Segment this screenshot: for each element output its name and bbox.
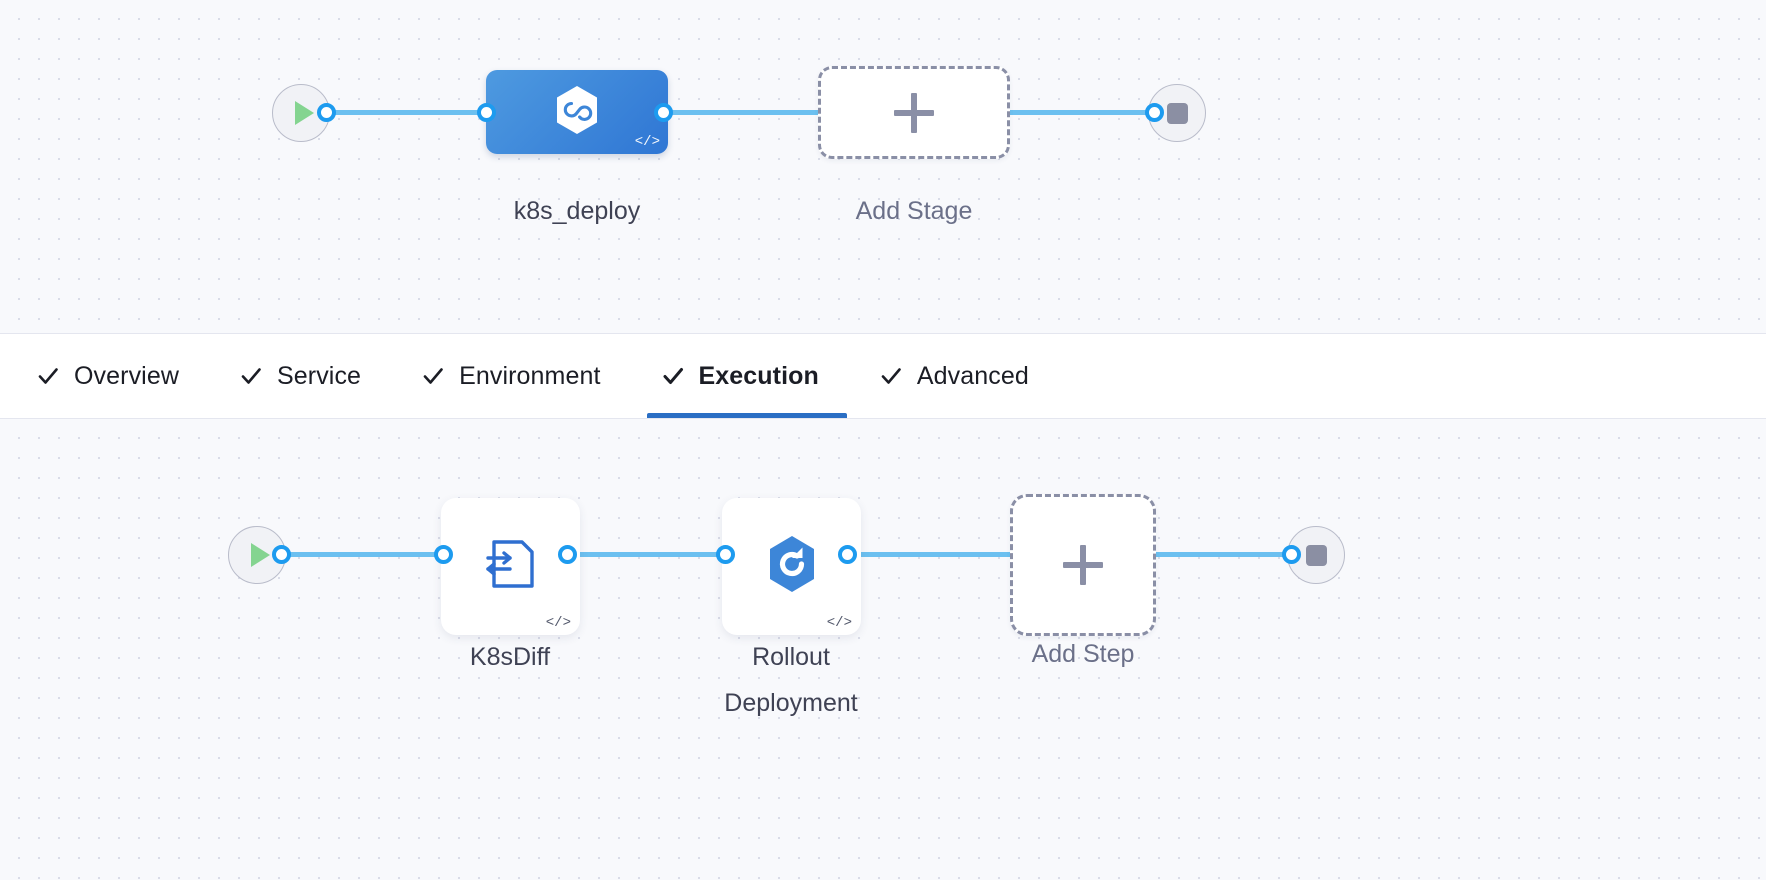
stop-icon [1166,102,1188,124]
check-icon [421,364,445,388]
link-add-stage-to-end [992,110,1172,115]
tab-advanced[interactable]: Advanced [865,334,1075,418]
link-add-step-to-end [1130,552,1295,557]
step-label-rollout-deployment: Rollout Deployment [724,643,858,717]
check-icon [879,364,903,388]
tab-label-overview: Overview [74,361,179,390]
link-rollout-to-add-step [840,552,1015,557]
tab-label-advanced: Advanced [916,361,1029,390]
execution-graph-canvas[interactable]: </> K8sDiff </> Rollout Deployment Add S… [0,419,1766,880]
tab-overview[interactable]: Overview [22,334,225,418]
port-exec-end-in[interactable] [1282,545,1301,564]
check-icon [239,364,263,388]
port-start-out[interactable] [317,103,336,122]
add-stage-button[interactable] [818,66,1010,159]
plus-icon [894,92,934,133]
step-node-k8s-diff[interactable]: </> [441,498,580,635]
play-icon [250,543,270,567]
plus-icon [1063,545,1103,585]
tab-label-execution: Execution [698,361,819,390]
port-exec-start-out[interactable] [272,545,291,564]
code-badge-icon: </> [826,615,852,631]
link-start-to-k8s-deploy [320,110,495,115]
harness-deploy-hexagon-icon [549,82,605,143]
port-rollout-out[interactable] [838,545,857,564]
code-badge-icon: </> [634,134,660,150]
port-k8sdiff-in[interactable] [434,545,453,564]
port-k8s-deploy-out[interactable] [654,103,673,122]
port-end-in[interactable] [1145,103,1164,122]
code-badge-icon: </> [545,615,571,631]
stop-icon [1305,544,1327,566]
check-icon [661,364,685,388]
tab-label-service: Service [277,361,362,390]
stage-graph-canvas[interactable]: </> k8s_deploy Add Stage [0,0,1766,333]
add-step-label: Add Step [1031,640,1135,668]
tab-environment[interactable]: Environment [407,334,646,418]
play-icon [294,101,314,125]
link-k8sdiff-to-rollout [562,552,737,557]
argo-rollout-hexagon-icon [760,532,824,601]
stage-label-k8s-deploy: k8s_deploy [513,197,641,225]
add-step-button[interactable] [1010,494,1156,636]
stage-node-k8s-deploy[interactable]: </> [486,70,668,154]
port-rollout-in[interactable] [716,545,735,564]
step-node-rollout-deployment[interactable]: </> [722,498,861,635]
k8s-diff-document-icon [480,533,542,600]
execution-start-node[interactable] [228,526,286,584]
port-k8sdiff-out[interactable] [558,545,577,564]
tab-label-environment: Environment [459,361,601,390]
step-label-k8s-diff: K8sDiff [469,643,551,671]
link-start-to-k8sdiff [275,552,455,557]
add-stage-label: Add Stage [855,197,973,225]
tab-service[interactable]: Service [225,334,407,418]
stage-config-tabs[interactable]: Overview Service Environment Execution A [0,333,1766,419]
link-k8s-deploy-to-add-stage [660,110,825,115]
pipeline-start-node[interactable] [272,84,330,142]
tab-execution[interactable]: Execution [646,334,865,418]
check-icon [36,364,60,388]
port-k8s-deploy-in[interactable] [477,103,496,122]
